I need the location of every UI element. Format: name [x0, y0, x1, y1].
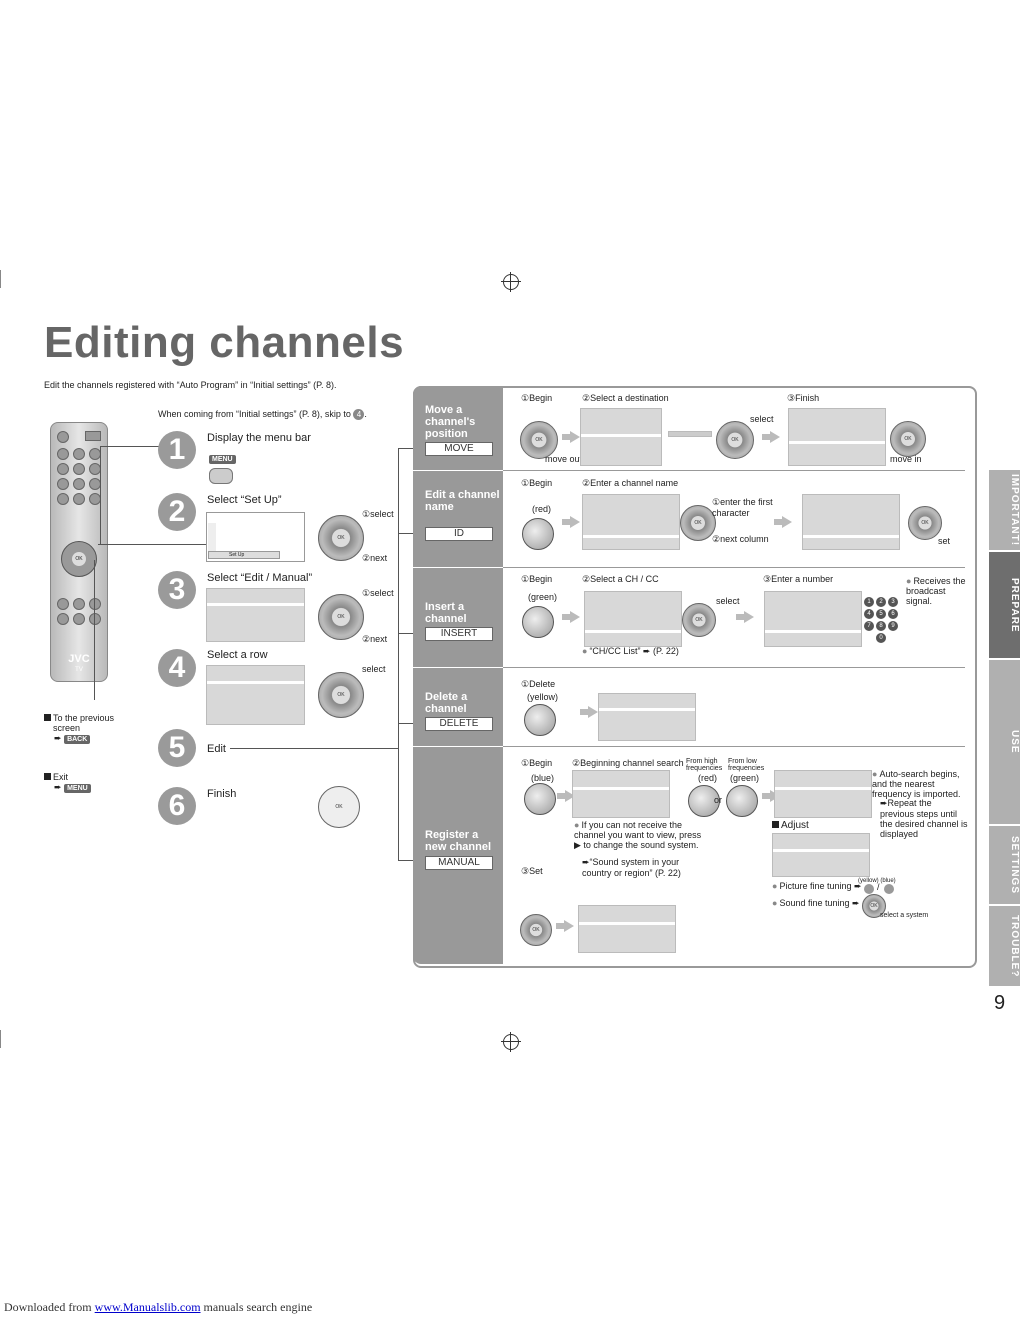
ok-dial-icon: OK	[682, 603, 716, 637]
delete-section-title: Delete a channel	[425, 691, 468, 715]
step-4-label: Select a row	[207, 649, 268, 661]
step-6-number: 6	[158, 787, 196, 825]
blue-button-hand-icon	[524, 783, 556, 815]
remote-sub: TV	[75, 667, 83, 673]
ok-dial-icon: OK	[680, 505, 716, 541]
move-tag: MOVE	[425, 442, 493, 456]
id-screen-2	[802, 494, 900, 550]
tab-prepare: PREPARE	[989, 552, 1020, 658]
id-section-title: Edit a channel name	[425, 489, 500, 513]
edit-panel	[413, 386, 977, 968]
ok-dial-icon: OK	[520, 914, 552, 946]
move-screen-1	[580, 408, 662, 466]
green-button-hand-icon	[726, 785, 758, 817]
registration-mark-icon	[501, 272, 521, 292]
ok-dial-icon: OK	[318, 515, 364, 561]
ok-dial-icon: OK	[716, 421, 754, 459]
step-2-label: Select “Set Up”	[207, 494, 282, 506]
back-key: BACK	[64, 735, 91, 744]
manual-section-title: Register a new channel	[425, 829, 492, 853]
arrow-right-icon	[556, 920, 574, 932]
adjust-heading: Adjust	[772, 820, 809, 831]
red-button-hand-icon	[688, 785, 720, 817]
move-screen-2	[788, 408, 886, 466]
manualslib-link[interactable]: www.Manualslib.com	[94, 1300, 201, 1314]
move-section-title: Move a channel's position	[425, 404, 476, 440]
remote-dpad-icon: OK	[61, 541, 97, 577]
skip-note: When coming from “Initial settings” (P. …	[158, 409, 367, 420]
ok-dial-icon: OK	[890, 421, 926, 457]
ok-dial-icon: OK	[908, 506, 942, 540]
arrow-right-icon	[562, 516, 580, 528]
page-number: 9	[994, 992, 1006, 1014]
intro-text: Edit the channels registered with “Auto …	[44, 380, 337, 390]
ok-dial-icon: OK	[318, 594, 364, 640]
arrow-right-icon	[562, 431, 580, 443]
edit-panel-sidebar	[413, 386, 503, 964]
step-6-label: Finish	[207, 788, 237, 800]
edit-manual-screen	[206, 588, 305, 642]
insert-screen-2	[764, 591, 862, 647]
footer: Downloaded from www.Manualslib.com manua…	[4, 1300, 313, 1314]
step-2-number: 2	[158, 493, 196, 531]
exit-note: Exit ➨ MENU	[44, 772, 91, 793]
step-5-label: Edit	[207, 743, 226, 755]
id-tag: ID	[425, 527, 493, 541]
id-screen-1	[582, 494, 680, 550]
remote-top-key	[85, 431, 101, 441]
remote-control: OK JVC TV	[50, 422, 108, 682]
step-4-number: 4	[158, 649, 196, 687]
ok-dial-icon: OK	[520, 421, 558, 459]
crop-mark	[0, 1030, 1, 1048]
step-3-label: Select “Edit / Manual”	[207, 572, 313, 584]
registration-mark-icon	[501, 1032, 521, 1052]
ok-dial-icon: OK	[318, 786, 360, 828]
crop-mark	[0, 270, 1, 288]
previous-screen-note: To the previous screen ➨ BACK	[44, 713, 133, 744]
step-5-number: 5	[158, 729, 196, 767]
arrow-right-icon	[774, 516, 792, 528]
step-1-label: Display the menu bar	[207, 432, 311, 444]
delete-tag: DELETE	[425, 717, 493, 731]
arrow-right-icon	[736, 611, 754, 623]
tab-trouble: TROUBLE?	[989, 906, 1020, 986]
menu-button-illustration: MENU	[209, 448, 236, 484]
arrow-right-icon	[580, 706, 598, 718]
red-button-hand-icon	[522, 518, 554, 550]
yellow-button-hand-icon	[524, 704, 556, 736]
step-3-number: 3	[158, 571, 196, 609]
remote-brand: JVC	[68, 653, 90, 665]
arrow-right-icon	[562, 611, 580, 623]
arrow-right-icon	[557, 790, 575, 802]
manual-tag: MANUAL	[425, 856, 493, 870]
hand-icon	[209, 468, 233, 484]
tab-settings: SETTINGS	[989, 826, 1020, 904]
menu-key: MENU	[64, 784, 91, 793]
manual-screen-2	[774, 770, 872, 818]
tab-use: USE	[989, 660, 1020, 824]
manual-screen-1	[572, 770, 670, 818]
setup-menu-screen: Set Up	[206, 512, 305, 562]
manual-adjust-screen	[772, 833, 870, 877]
power-button-icon	[57, 431, 69, 443]
tab-important: IMPORTANT!	[989, 470, 1020, 550]
page-title: Editing channels	[44, 318, 405, 367]
ok-dial-icon: OK	[862, 894, 886, 918]
insert-section-title: Insert a channel	[425, 601, 467, 625]
delete-screen	[598, 693, 696, 741]
channel-list-screen	[206, 665, 305, 725]
insert-screen-1	[584, 591, 682, 647]
green-button-hand-icon	[522, 606, 554, 638]
insert-tag: INSERT	[425, 627, 493, 641]
manual-set-screen	[578, 905, 676, 953]
arrow-right-icon	[762, 431, 780, 443]
ok-dial-icon: OK	[318, 672, 364, 718]
skip-target-badge: 4	[353, 409, 365, 420]
step-1-number: 1	[158, 431, 196, 469]
